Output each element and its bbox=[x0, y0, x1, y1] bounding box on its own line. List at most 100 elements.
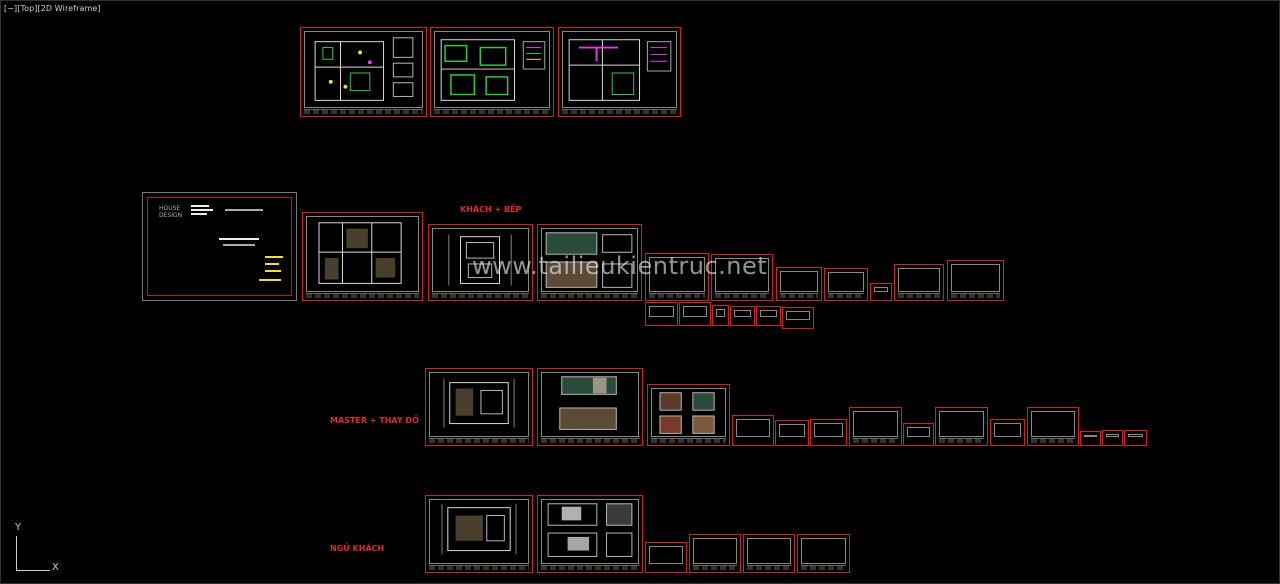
section-label-living-kitchen: KHÁCH + BẾP bbox=[460, 205, 522, 214]
sheet-border bbox=[693, 538, 737, 564]
watermark-text: www.tailieukientruc.net bbox=[472, 252, 768, 280]
title-block bbox=[541, 438, 639, 443]
sheet-detail[interactable] bbox=[645, 542, 687, 573]
title-block bbox=[306, 293, 419, 298]
sheet-border bbox=[1084, 435, 1097, 437]
sheet-border bbox=[429, 372, 529, 437]
sheet-border bbox=[814, 423, 843, 437]
sheet-guest-elevations[interactable] bbox=[537, 495, 643, 573]
sheet-border bbox=[683, 306, 707, 317]
sheet-border bbox=[874, 287, 888, 292]
ucs-icon: Y X bbox=[8, 522, 68, 578]
sheet-detail[interactable] bbox=[645, 302, 678, 326]
sheet-border bbox=[541, 499, 639, 564]
title-block bbox=[304, 109, 423, 114]
title-block bbox=[429, 438, 529, 443]
sheet-border bbox=[747, 538, 791, 564]
sheet-border bbox=[562, 31, 677, 108]
viewport-controls-label[interactable]: [−][Top][2D Wireframe] bbox=[4, 4, 101, 13]
ucs-y-axis bbox=[16, 536, 17, 570]
sheet-border bbox=[736, 419, 770, 437]
sheet-border bbox=[780, 271, 818, 292]
sheet-border bbox=[828, 272, 864, 292]
sheet-border bbox=[649, 306, 674, 317]
cover-sheet[interactable]: HOUSE DESIGN bbox=[142, 192, 297, 301]
sheet-border bbox=[907, 427, 930, 437]
sheet-border bbox=[1031, 411, 1075, 437]
sheet-detail[interactable] bbox=[743, 534, 795, 573]
title-block bbox=[747, 565, 791, 570]
sheet-overall-plan[interactable] bbox=[302, 212, 423, 301]
sheet-border bbox=[649, 546, 683, 564]
sheet-detail[interactable] bbox=[679, 302, 711, 326]
sheet-living-elevations[interactable] bbox=[537, 224, 642, 301]
sheet-detail[interactable] bbox=[797, 534, 850, 573]
sheet-detail[interactable] bbox=[990, 419, 1025, 446]
sheet-plan-1[interactable] bbox=[300, 27, 427, 117]
title-block bbox=[429, 565, 529, 570]
sheet-border bbox=[734, 310, 751, 317]
sheet-detail[interactable] bbox=[776, 267, 822, 301]
title-block bbox=[432, 293, 529, 298]
sheet-border bbox=[304, 31, 423, 108]
sheet-detail[interactable] bbox=[1102, 430, 1123, 446]
sheet-border bbox=[801, 538, 846, 564]
sheet-detail[interactable] bbox=[849, 407, 902, 446]
sheet-border bbox=[1106, 434, 1119, 437]
sheet-detail[interactable] bbox=[711, 254, 773, 301]
elevation-drawing bbox=[545, 232, 633, 288]
title-block bbox=[715, 293, 769, 298]
sheet-detail[interactable] bbox=[947, 260, 1004, 301]
sheet-master-plan[interactable] bbox=[425, 368, 533, 446]
title-block bbox=[541, 293, 638, 298]
sheet-detail[interactable] bbox=[1124, 430, 1147, 446]
sheet-living-plan[interactable] bbox=[428, 224, 533, 301]
section-label-master-dressing: MASTER + THAY ĐỒ bbox=[330, 416, 419, 425]
sheet-border bbox=[541, 228, 638, 292]
sheet-guest-plan[interactable] bbox=[425, 495, 533, 573]
sheet-border bbox=[760, 310, 777, 317]
title-block bbox=[434, 109, 550, 114]
sheet-detail[interactable] bbox=[1027, 407, 1079, 446]
sheet-detail[interactable] bbox=[903, 423, 934, 446]
sheet-master-elevations[interactable] bbox=[537, 368, 643, 446]
sheet-detail[interactable] bbox=[756, 306, 781, 326]
sheet-detail[interactable] bbox=[689, 534, 741, 573]
sheet-detail[interactable] bbox=[870, 283, 892, 301]
room-plan-drawing bbox=[441, 503, 517, 555]
sheet-detail[interactable] bbox=[647, 384, 730, 446]
cover-border bbox=[147, 197, 292, 296]
sheet-border bbox=[651, 388, 726, 437]
sheet-border bbox=[994, 423, 1021, 437]
title-block bbox=[541, 565, 639, 570]
sheet-plan-2[interactable] bbox=[430, 27, 554, 117]
sheet-detail[interactable] bbox=[732, 415, 774, 446]
title-block bbox=[651, 438, 726, 443]
sheet-border bbox=[432, 228, 529, 292]
sheet-detail[interactable] bbox=[894, 264, 944, 301]
sheet-detail[interactable] bbox=[782, 307, 814, 329]
sheet-detail[interactable] bbox=[824, 268, 868, 301]
title-block bbox=[939, 438, 984, 443]
sheet-border bbox=[1128, 434, 1143, 437]
ucs-x-axis bbox=[16, 570, 50, 571]
sheet-detail[interactable] bbox=[730, 306, 755, 326]
title-block bbox=[801, 565, 846, 570]
sheet-border bbox=[429, 499, 529, 564]
sheet-detail[interactable] bbox=[810, 419, 847, 446]
sheet-border bbox=[898, 268, 940, 292]
title-block bbox=[780, 293, 818, 298]
elevation-drawing bbox=[547, 503, 633, 557]
brand-line-2: DESIGN bbox=[159, 212, 183, 219]
sheet-plan-3[interactable] bbox=[558, 27, 681, 117]
sheet-detail[interactable] bbox=[712, 305, 729, 326]
sheet-detail[interactable] bbox=[645, 253, 709, 301]
sheet-detail[interactable] bbox=[775, 420, 809, 446]
floor-plan-drawing bbox=[318, 222, 402, 284]
sheet-border bbox=[716, 309, 725, 317]
sheet-border bbox=[715, 258, 769, 292]
sheet-detail[interactable] bbox=[935, 407, 988, 446]
sheet-detail[interactable] bbox=[1080, 431, 1101, 446]
title-block bbox=[853, 438, 898, 443]
title-block bbox=[693, 565, 737, 570]
